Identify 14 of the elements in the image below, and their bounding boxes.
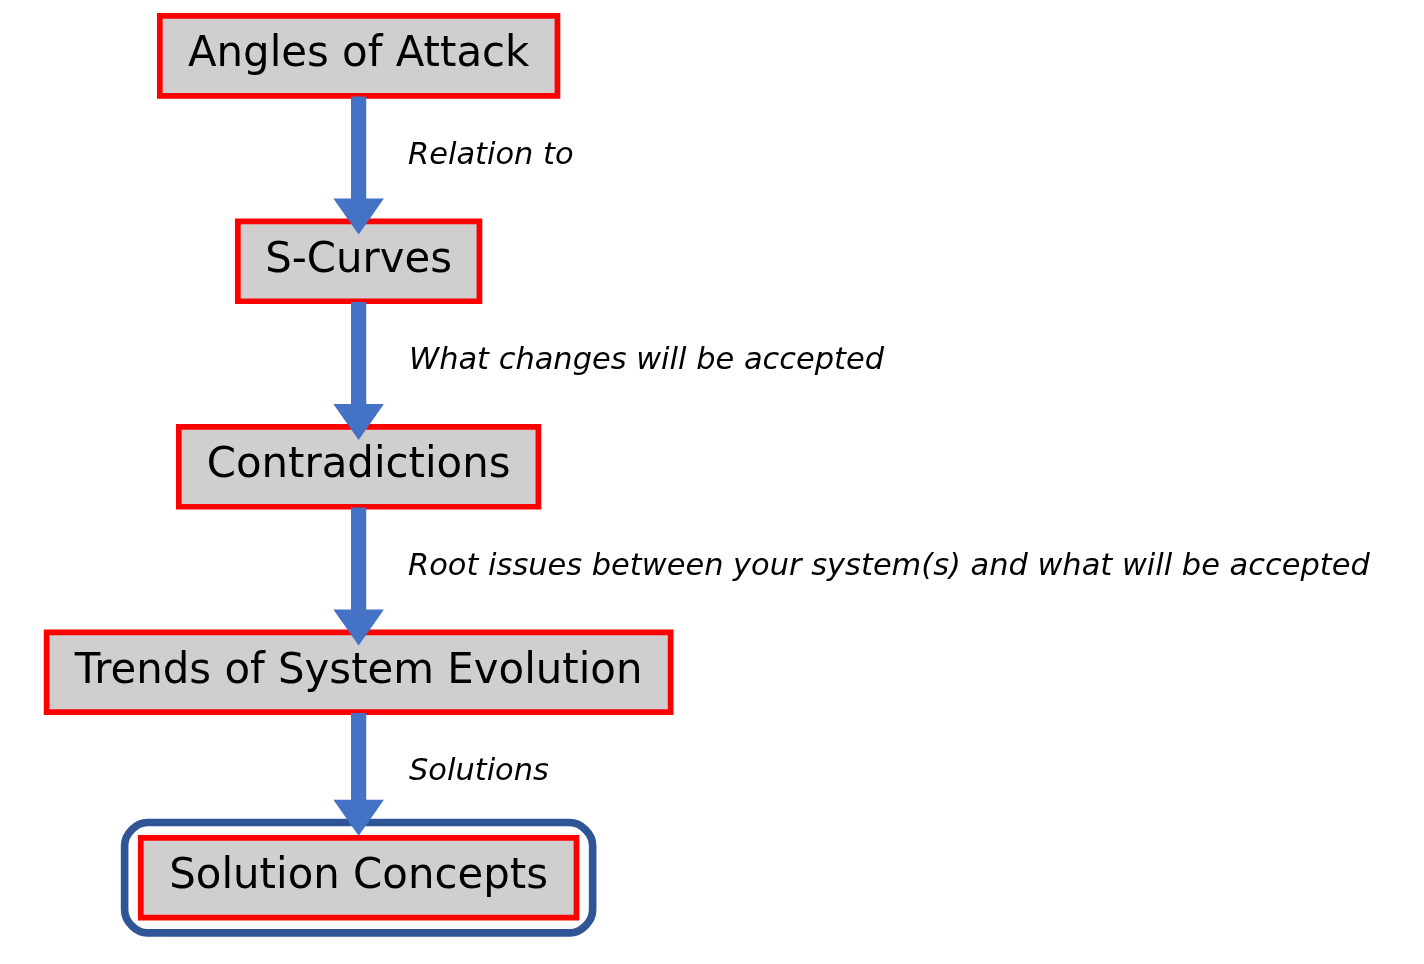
edge-label: Solutions (408, 752, 549, 788)
node-box: Trends of System Evolution (43, 629, 673, 716)
node-box: Contradictions (175, 423, 541, 510)
node-box: S-Curves (234, 218, 482, 305)
arrow (332, 96, 384, 235)
node-box: Angles of Attack (156, 13, 560, 99)
arrow (332, 507, 384, 646)
cluster (120, 818, 596, 937)
node-box: Solution Concepts (137, 834, 579, 921)
edge-label: What changes will be accepted (408, 341, 884, 377)
arrow (332, 302, 384, 441)
edge-label: Root issues between your system(s) and what will be accepted (407, 546, 1370, 582)
arrow (332, 713, 384, 836)
edge-label: Relation to (407, 135, 574, 171)
